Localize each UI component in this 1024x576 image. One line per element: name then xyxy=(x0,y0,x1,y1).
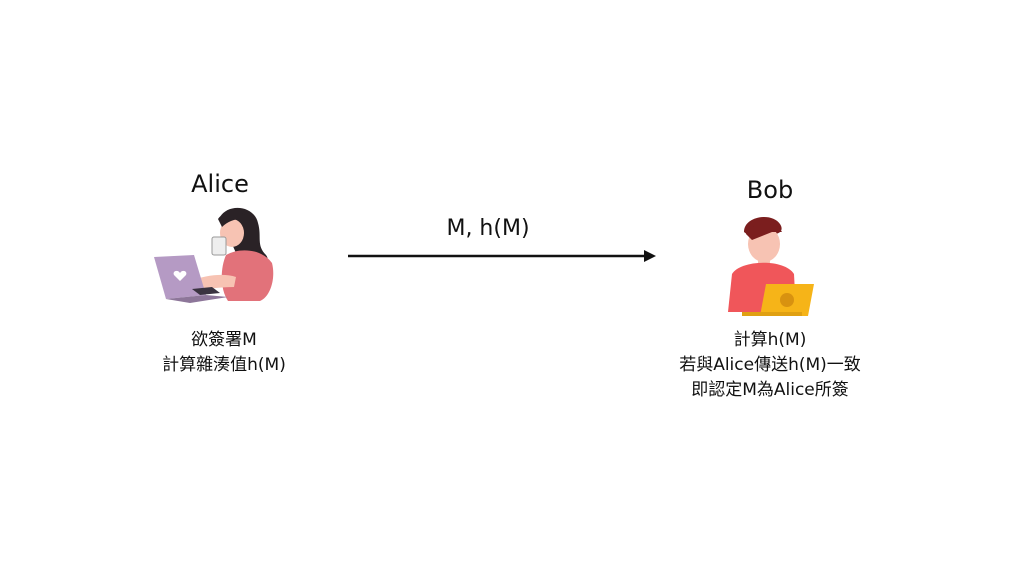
message-arrow xyxy=(346,246,658,266)
alice-note-line: 欲簽署M xyxy=(124,328,324,353)
bob-note-line: 即認定M為Alice所簽 xyxy=(650,378,890,403)
bob-name: Bob xyxy=(710,176,830,204)
alice-name: Alice xyxy=(160,170,280,198)
bob-note-line: 若與Alice傳送h(M)一致 xyxy=(650,353,890,378)
message-label: M, h(M) xyxy=(408,216,568,241)
bob-notes: 計算h(M) 若與Alice傳送h(M)一致 即認定M為Alice所簽 xyxy=(650,328,890,403)
alice-notes: 欲簽署M 計算雜湊值h(M) xyxy=(124,328,324,378)
alice-illustration xyxy=(150,205,280,305)
bob-note-line: 計算h(M) xyxy=(650,328,890,353)
bob-illustration xyxy=(722,212,822,320)
alice-note-line: 計算雜湊值h(M) xyxy=(124,353,324,378)
